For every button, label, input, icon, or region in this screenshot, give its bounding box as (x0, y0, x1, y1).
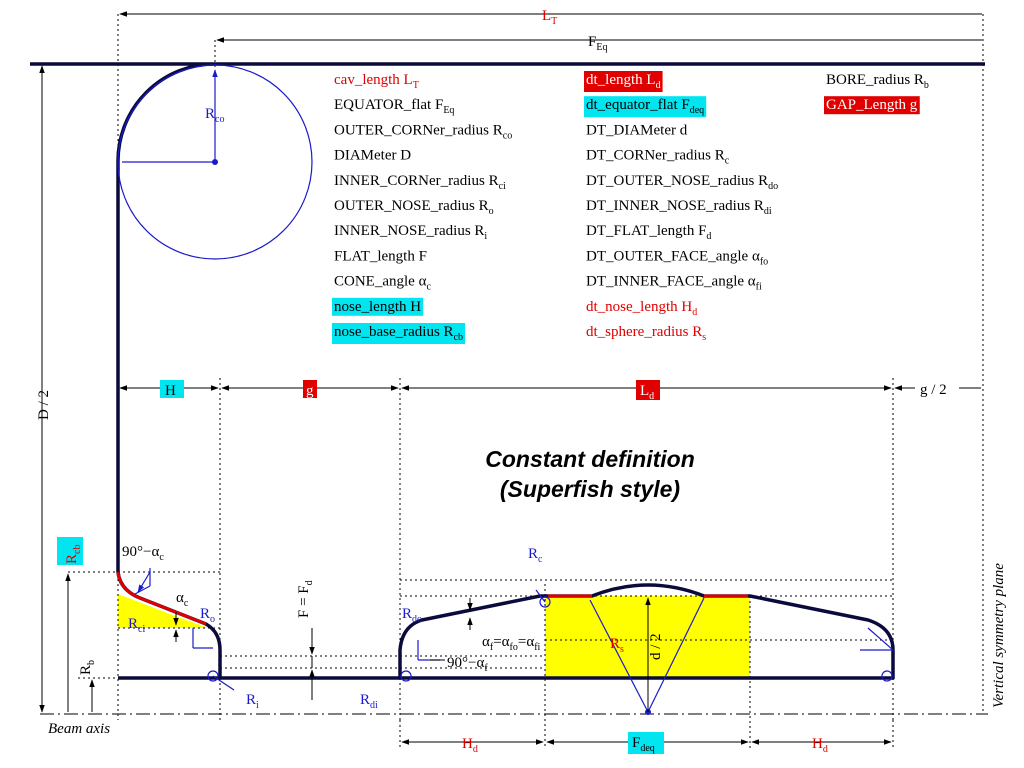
hd-left-label: Hd (462, 736, 478, 755)
cell-nose-fill (118, 594, 208, 628)
dimension-arrows (39, 11, 982, 745)
legend-item-col2-0: dt_length Ld (586, 72, 661, 91)
lt-label: LT (542, 8, 557, 27)
legend-item-col1-7: FLAT_length F (334, 248, 427, 264)
legend-item-col1-5: OUTER_NOSE_radius Ro (334, 198, 494, 217)
ffd-label: F = Fd (296, 580, 315, 618)
legend-item-col2-8: DT_INNER_FACE_angle αfi (586, 274, 762, 293)
legend-item-col2-5: DT_INNER_NOSE_radius Rdi (586, 198, 772, 217)
symmetry-plane-label: Vertical symmetry plane (991, 563, 1007, 708)
feq-label: FEq (588, 34, 607, 53)
legend-item-col1-1: EQUATOR_flat FEq (334, 97, 454, 116)
legend-item-col3-1: GAP_Length g (826, 97, 918, 113)
hd-right-label: Hd (812, 736, 828, 755)
legend-item-col1-0: cav_length LT (334, 72, 419, 91)
beam-axis-label: Beam axis (48, 721, 110, 737)
diagram-title-line1: Constant definition (485, 446, 695, 472)
legend-item-col1-3: DIAMeter D (334, 148, 411, 164)
diagram-title-line2: (Superfish style) (500, 476, 680, 502)
ld-label-box (636, 380, 660, 400)
blue-construction (117, 64, 895, 713)
ri-label: Ri (246, 692, 259, 711)
legend-highlight-col2-0 (584, 71, 663, 92)
angle-f-label: 90°−αf (447, 655, 488, 674)
legend-item-col2-4: DT_OUTER_NOSE_radius Rdo (586, 173, 778, 192)
legend-item-col2-3: DT_CORNer_radius Rc (586, 148, 730, 167)
d2-label: D / 2 (36, 390, 52, 420)
g2-label: g / 2 (920, 382, 947, 398)
fdeq-label-box (628, 732, 664, 754)
ld-label: Ld (640, 383, 654, 402)
rdo-label: Rdo (402, 606, 422, 625)
legend-item-col2-6: DT_FLAT_length Fd (586, 223, 711, 242)
rci-label: Rci (128, 616, 145, 635)
rco-label: Rco (205, 106, 224, 125)
nose-center-dot (212, 159, 218, 165)
legend-item-col1-6: INNER_NOSE_radius Ri (334, 223, 487, 242)
cavity-wall-outline (30, 62, 985, 680)
fdeq-label: Fdeq (632, 735, 655, 754)
legend-item-col1-10: nose_base_radius Rcb (334, 324, 463, 343)
rb-label: Rb (78, 660, 97, 675)
rcb-label: Rcb (64, 545, 83, 564)
rc-label: Rc (528, 546, 543, 565)
alpha-c-label: αc (176, 590, 189, 609)
ro-label: Ro (200, 606, 215, 625)
legend-item-col2-10: dt_sphere_radius Rs (586, 324, 706, 343)
nose-cone-red-edge (116, 571, 207, 626)
legend-highlight-col1-9 (332, 297, 424, 316)
legend-column-2: dt_length Ld dt_equator_flat FdeqDT_DIAMe… (584, 71, 778, 343)
g-label-box (303, 380, 317, 398)
legend-column-3: BORE_radius Rb GAP_Length g (824, 72, 929, 115)
legend-item-col2-2: DT_DIAMeter d (586, 122, 688, 138)
legend-item-col2-7: DT_OUTER_FACE_angle αfo (586, 248, 768, 267)
rs-label: Rs (610, 636, 624, 655)
g2-label-bg (915, 380, 959, 398)
g-label: g (306, 383, 314, 399)
legend-item-col3-0: BORE_radius Rb (826, 72, 929, 91)
legend-highlight-col1-10 (332, 323, 466, 344)
legend-highlight-col3-1 (824, 96, 920, 115)
h-label-box (160, 380, 184, 398)
rcb-label-box (57, 537, 83, 565)
legend-item-col2-9: dt_nose_length Hd (586, 299, 697, 318)
legend-column-1: cav_length LT EQUATOR_flat FEqOUTER_CORNe… (332, 72, 512, 344)
legend-item-col1-2: OUTER_CORNer_radius Rco (334, 122, 512, 141)
alpha-f-label: αf=αfo=αfi (482, 634, 541, 653)
legend-item-col1-9: nose_length H (334, 299, 421, 315)
legend-item-col1-4: INNER_CORNer_radius Rci (334, 173, 506, 192)
legend-item-col2-1: dt_equator_flat Fdeq (586, 97, 704, 116)
rdi-label: Rdi (360, 692, 378, 711)
h-label: H (165, 383, 176, 399)
legend-item-col1-8: CONE_angle αc (334, 274, 431, 293)
d-half-label: d / 2 (648, 633, 664, 660)
angle-c-label: 90°−αc (122, 544, 164, 563)
legend-highlight-col2-1 (584, 96, 707, 118)
